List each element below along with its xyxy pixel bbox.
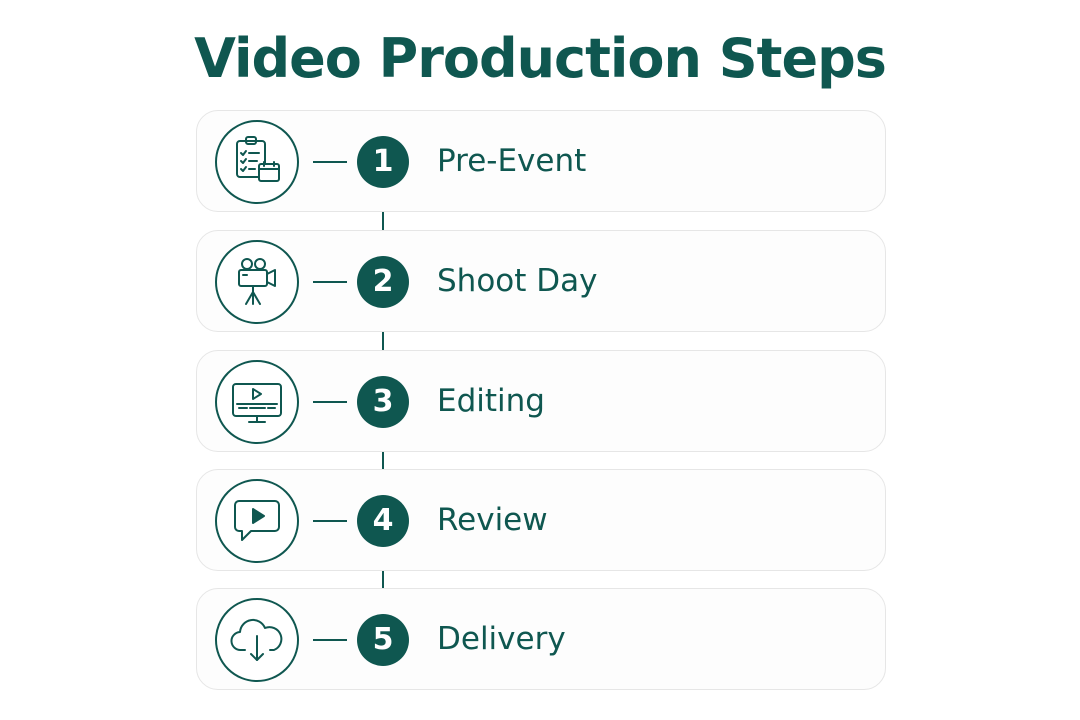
timeline-connector <box>382 427 384 497</box>
icon-connector <box>313 281 347 283</box>
step-card-review: 4 Review <box>196 469 886 571</box>
monitor-video-timeline-icon <box>215 360 299 444</box>
icon-connector <box>313 161 347 163</box>
step-number-badge: 1 <box>357 136 409 188</box>
step-label: Pre-Event <box>437 143 587 179</box>
step-number-badge: 2 <box>357 256 409 308</box>
step-card-editing: 3 Editing <box>196 350 886 452</box>
icon-connector <box>313 401 347 403</box>
clipboard-checklist-calendar-icon <box>215 120 299 204</box>
step-label: Shoot Day <box>437 263 598 299</box>
play-speech-bubble-icon <box>215 479 299 563</box>
step-number-badge: 4 <box>357 495 409 547</box>
step-label: Editing <box>437 383 545 419</box>
timeline-connector <box>382 188 384 258</box>
page-title: Video Production Steps <box>194 27 887 90</box>
timeline-connector <box>382 546 384 616</box>
step-card-shoot-day: 2 Shoot Day <box>196 230 886 332</box>
step-card-pre-event: 1 Pre-Event <box>196 110 886 212</box>
step-number-badge: 5 <box>357 614 409 666</box>
step-card-delivery: 5 Delivery <box>196 588 886 690</box>
step-label: Delivery <box>437 621 566 657</box>
step-label: Review <box>437 502 548 538</box>
video-camera-tripod-icon <box>215 240 299 324</box>
cloud-download-icon <box>215 598 299 682</box>
icon-connector <box>313 639 347 641</box>
icon-connector <box>313 520 347 522</box>
step-number-badge: 3 <box>357 376 409 428</box>
timeline-connector <box>382 307 384 378</box>
